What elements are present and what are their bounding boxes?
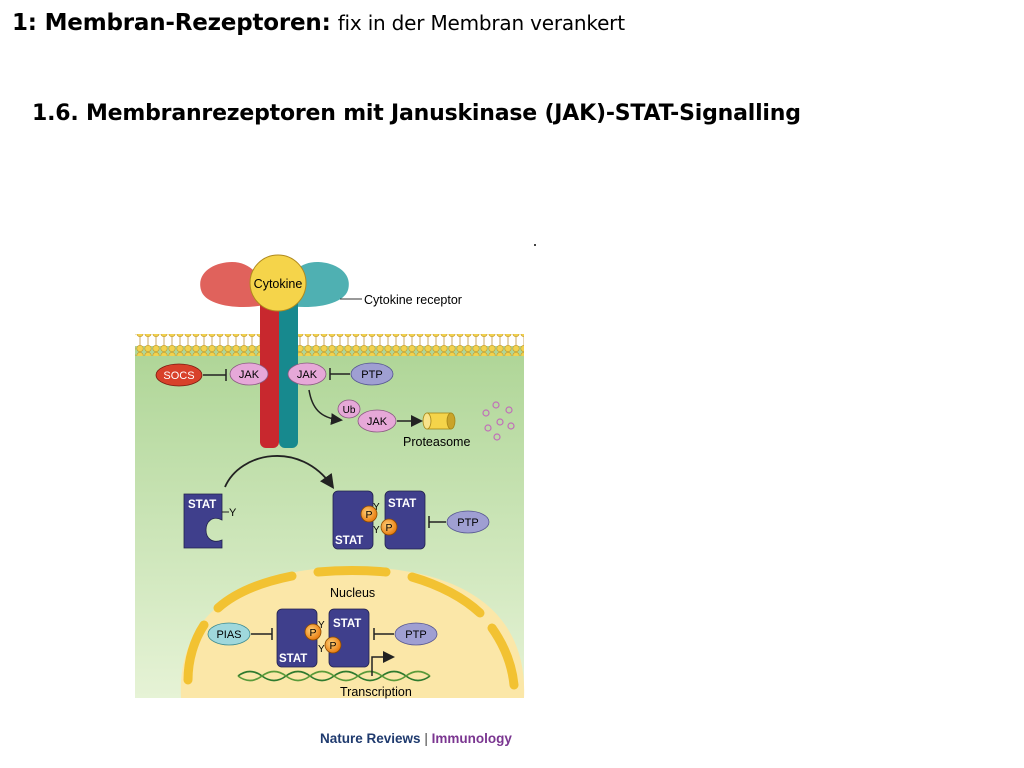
stat-nucleus-p2: P bbox=[329, 640, 336, 652]
jak-left bbox=[229, 362, 269, 386]
stat-dimer-y1: Y bbox=[373, 502, 380, 513]
receptor-left-chain bbox=[260, 298, 279, 448]
credit-journal: Nature Reviews bbox=[320, 731, 421, 746]
cell-membrane bbox=[135, 334, 524, 356]
ptp-mid-label: PTP bbox=[457, 517, 478, 529]
receptor-left-head bbox=[200, 262, 268, 308]
stat-monomer-label: STAT bbox=[188, 499, 216, 511]
jak-right-label: JAK bbox=[297, 369, 318, 381]
cytokine-receptor-label: Cytokine receptor bbox=[364, 293, 462, 307]
jak-left-label: JAK bbox=[239, 369, 260, 381]
figure-credit: Nature Reviews | Immunology bbox=[320, 731, 512, 746]
stat-nucleus-bottom-label: STAT bbox=[279, 653, 307, 665]
cytokine: Cytokine bbox=[249, 254, 307, 312]
socs-oval bbox=[155, 363, 203, 387]
dna bbox=[237, 670, 431, 682]
stat-nucleus-y1: Y bbox=[318, 620, 325, 631]
proteasome bbox=[422, 412, 456, 430]
credit-field: Immunology bbox=[431, 731, 512, 746]
stat-nucleus-top-label: STAT bbox=[333, 618, 361, 630]
transcription-arrow bbox=[371, 651, 395, 676]
stat-monomer: STAT Y bbox=[183, 493, 237, 549]
ptp-nucleus-label: PTP bbox=[405, 629, 426, 641]
ub-oval bbox=[337, 399, 361, 419]
stat-dimer-cytoplasm: STAT STAT Y Y P P bbox=[332, 490, 426, 550]
stat-dimer-y2: Y bbox=[373, 525, 380, 536]
jak-right bbox=[287, 362, 327, 386]
ptp-top-label: PTP bbox=[361, 369, 382, 381]
stat-dimer-bottom-label: STAT bbox=[335, 535, 363, 547]
stat-nucleus-p1: P bbox=[309, 627, 316, 639]
slide-subtitle: 1.6. Membranrezeptoren mit Januskinase (… bbox=[32, 101, 801, 126]
stat-dimer-p1: P bbox=[365, 509, 372, 521]
slide-title: 1: Membran-Rezeptoren: fix in der Membra… bbox=[12, 10, 625, 36]
stat-dimer-nucleus: STAT STAT Y Y P P bbox=[276, 608, 370, 668]
pias-label: PIAS bbox=[216, 629, 241, 641]
jak-degraded bbox=[357, 409, 397, 433]
slide-title-rest: fix in der Membran verankert bbox=[337, 11, 625, 35]
stat-dimer-top-label: STAT bbox=[388, 498, 416, 510]
peptide-fragments bbox=[482, 401, 515, 441]
credit-separator: | bbox=[424, 731, 428, 746]
stat-dimer-p2: P bbox=[385, 522, 392, 534]
ptp-oval-top bbox=[350, 362, 394, 386]
cytokine-label: Cytokine bbox=[254, 277, 303, 291]
stray-dot bbox=[534, 244, 536, 246]
transcription-label: Transcription bbox=[340, 685, 412, 699]
slide-title-bold: 1: Membran-Rezeptoren: bbox=[12, 10, 331, 36]
ptp-oval-nucleus bbox=[394, 622, 438, 646]
pias-oval bbox=[207, 622, 251, 646]
nucleus-label: Nucleus bbox=[330, 586, 375, 600]
stat-nucleus-y2: Y bbox=[318, 644, 325, 655]
stat-monomer-y: Y bbox=[229, 507, 237, 519]
jak-degraded-label: JAK bbox=[367, 416, 388, 428]
ptp-oval-mid bbox=[446, 510, 490, 534]
proteasome-label: Proteasome bbox=[403, 435, 470, 449]
activation-arrow bbox=[224, 455, 335, 489]
ub-label: Ub bbox=[343, 405, 356, 416]
degradation-arrow bbox=[308, 389, 343, 426]
socs-label: SOCS bbox=[163, 370, 194, 382]
